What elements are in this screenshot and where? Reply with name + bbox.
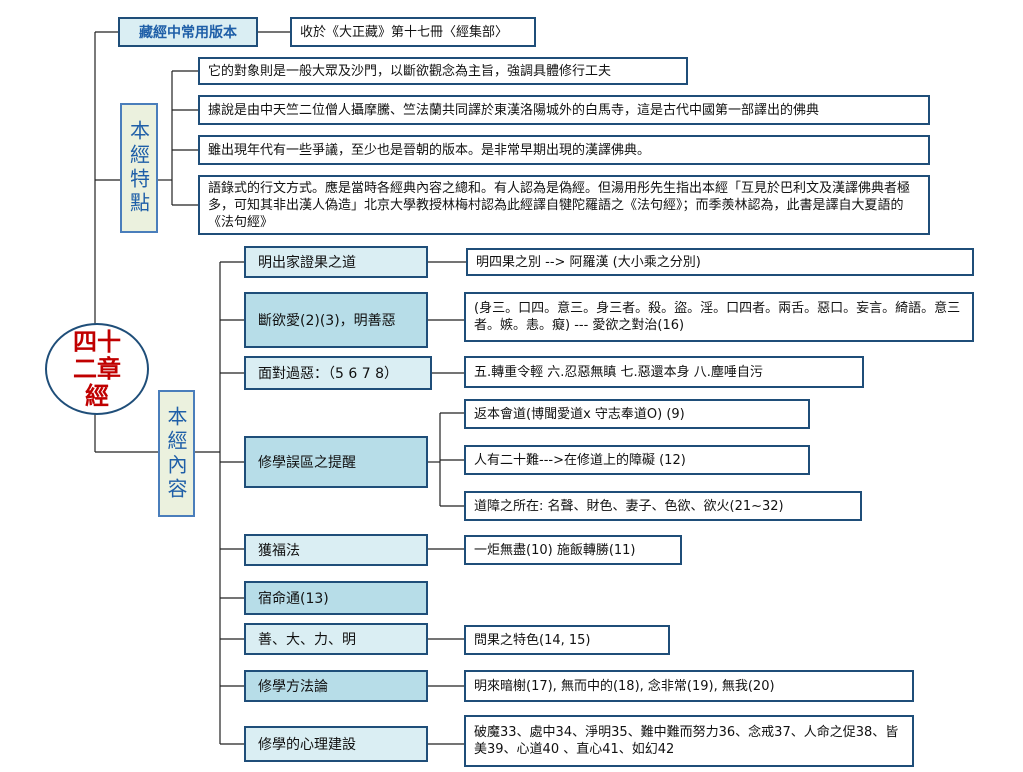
- topic-node: 修學的心理建設: [244, 726, 428, 762]
- topic-label: 修學方法論: [258, 679, 328, 695]
- topic-detail-text: 一炬無盡(10) 施飯轉勝(11): [474, 542, 636, 558]
- version-note-text: 收於《大正藏》第十七冊〈經集部〉: [300, 24, 509, 40]
- features-node: 本經特點: [120, 103, 158, 233]
- topic-detail-text: 五.轉重令輕 六.忍惡無瞋 七.惡還本身 八.塵唾自污: [474, 364, 763, 380]
- topic-detail: (身三。口四。意三。身三者。殺。盜。淫。口四者。兩舌。惡口。妄言。綺語。意三者。…: [464, 292, 974, 342]
- features-label: 本經特點: [126, 120, 151, 216]
- topic-node: 明出家證果之道: [244, 246, 428, 278]
- topic-detail-text: 破魔33、處中34、淨明35、難中難而努力36、念戒37、人命之促38、皆美39…: [474, 725, 899, 757]
- topic-label: 面對過惡：（5 6 7 8）: [258, 366, 398, 382]
- topic-detail: 人有二十難--->在修道上的障礙 (12): [464, 445, 810, 475]
- topic-detail-text: 返本會道(博聞愛道x 守志奉道O) (9): [474, 406, 685, 422]
- topic-node: 面對過惡：（5 6 7 8）: [244, 356, 432, 390]
- topic-detail: 破魔33、處中34、淨明35、難中難而努力36、念戒37、人命之促38、皆美39…: [464, 715, 914, 767]
- topic-detail: 明來暗榭(17), 無而中的(18), 念非常(19), 無我(20): [464, 670, 914, 702]
- topic-label: 修學的心理建設: [258, 737, 356, 753]
- topic-node: 獲福法: [244, 534, 428, 566]
- topic-detail: 返本會道(博聞愛道x 守志奉道O) (9): [464, 399, 810, 429]
- topic-detail-text: 明來暗榭(17), 無而中的(18), 念非常(19), 無我(20): [474, 678, 775, 694]
- topic-detail-text: 人有二十難--->在修道上的障礙 (12): [474, 452, 686, 468]
- topic-detail: 明四果之別 --> 阿羅漢 (大小乘之分別): [466, 248, 974, 276]
- topic-label: 修學誤區之提醒: [258, 455, 356, 471]
- version-label: 藏經中常用版本: [139, 25, 237, 41]
- topic-label: 善、大、力、明: [258, 632, 356, 648]
- version-node: 藏經中常用版本: [118, 17, 258, 47]
- feature-text: 語錄式的行文方式。應是當時各經典內容之總和。有人認為是偽經。但湯用彤先生指出本經…: [208, 180, 911, 230]
- version-note: 收於《大正藏》第十七冊〈經集部〉: [290, 17, 536, 47]
- feature-text: 它的對象則是一般大眾及沙門，以斷欲觀念為主旨，強調具體修行工夫: [208, 63, 612, 79]
- feature-text: 據說是由中天竺二位僧人攝摩騰、竺法蘭共同譯於東漢洛陽城外的白馬寺，這是古代中國第…: [208, 102, 820, 118]
- topic-detail: 一炬無盡(10) 施飯轉勝(11): [464, 535, 682, 565]
- topic-node: 修學方法論: [244, 670, 428, 702]
- topic-label: 獲福法: [258, 543, 300, 559]
- topic-detail: 問果之特色(14, 15): [464, 625, 670, 655]
- content-node: 本經內容: [158, 390, 195, 517]
- topic-detail: 五.轉重令輕 六.忍惡無瞋 七.惡還本身 八.塵唾自污: [464, 356, 864, 388]
- content-label: 本經內容: [164, 405, 188, 502]
- topic-label: 斷欲愛(2)(3)，明善惡: [258, 313, 396, 329]
- topic-detail: 道障之所在: 名聲、財色、妻子、色欲、欲火(21~32): [464, 491, 862, 521]
- feature-item: 據說是由中天竺二位僧人攝摩騰、竺法蘭共同譯於東漢洛陽城外的白馬寺，這是古代中國第…: [198, 95, 930, 125]
- topic-node: 斷欲愛(2)(3)，明善惡: [244, 292, 428, 348]
- topic-node: 修學誤區之提醒: [244, 436, 428, 488]
- feature-item: 語錄式的行文方式。應是當時各經典內容之總和。有人認為是偽經。但湯用彤先生指出本經…: [198, 175, 930, 235]
- topic-label: 明出家證果之道: [258, 255, 356, 271]
- feature-item: 它的對象則是一般大眾及沙門，以斷欲觀念為主旨，強調具體修行工夫: [198, 57, 688, 85]
- topic-detail-text: 明四果之別 --> 阿羅漢 (大小乘之分別): [476, 254, 701, 270]
- center-title-node: 四十二章經: [45, 323, 149, 415]
- center-title: 四十二章經: [73, 327, 121, 410]
- feature-text: 雖出現年代有一些爭議，至少也是晉朝的版本。是非常早期出現的漢譯佛典。: [208, 142, 651, 158]
- topic-detail-text: 問果之特色(14, 15): [474, 632, 591, 648]
- topic-label: 宿命通(13): [258, 591, 329, 607]
- topic-node: 善、大、力、明: [244, 623, 428, 655]
- topic-detail-text: 道障之所在: 名聲、財色、妻子、色欲、欲火(21~32): [474, 498, 784, 514]
- topic-detail-text: (身三。口四。意三。身三者。殺。盜。淫。口四者。兩舌。惡口。妄言。綺語。意三者。…: [474, 301, 961, 333]
- topic-node: 宿命通(13): [244, 581, 428, 615]
- feature-item: 雖出現年代有一些爭議，至少也是晉朝的版本。是非常早期出現的漢譯佛典。: [198, 135, 930, 165]
